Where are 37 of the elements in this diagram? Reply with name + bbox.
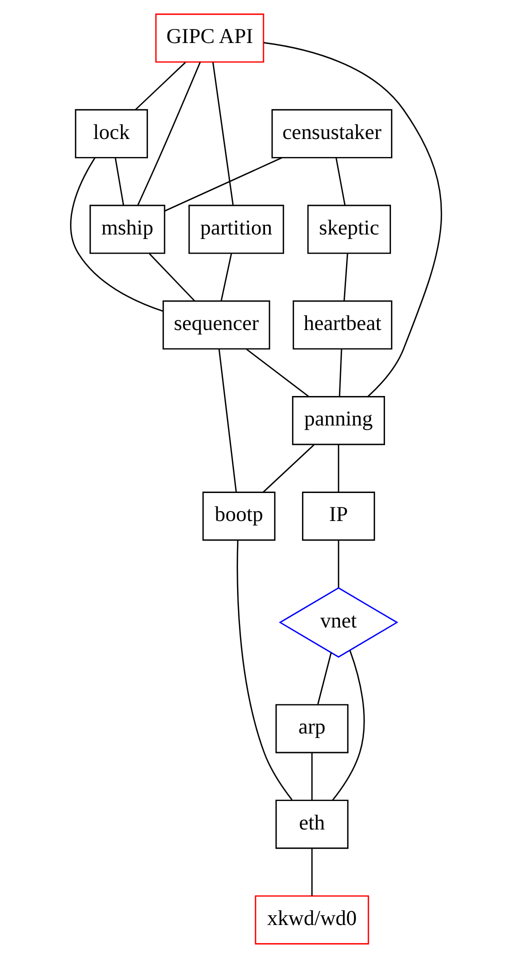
connector bbox=[337, 540, 339, 588]
connector bbox=[220, 254, 232, 302]
connector bbox=[338, 349, 342, 397]
connector bbox=[164, 157, 282, 212]
connector bbox=[342, 254, 348, 301]
node-box: skeptic bbox=[306, 204, 390, 254]
connector bbox=[134, 62, 186, 110]
connector bbox=[148, 253, 195, 302]
node-box: sequencer bbox=[162, 300, 270, 350]
node-box: partition bbox=[188, 204, 284, 254]
connector bbox=[236, 540, 292, 800]
node-box: IP bbox=[302, 492, 375, 541]
node-box: arp bbox=[274, 704, 348, 754]
connector bbox=[337, 444, 339, 492]
connector bbox=[114, 158, 124, 206]
connector bbox=[70, 158, 163, 312]
connector bbox=[316, 652, 332, 704]
connector bbox=[136, 62, 200, 206]
node-box: lock bbox=[74, 109, 148, 158]
connector bbox=[335, 158, 346, 206]
connector bbox=[262, 444, 314, 493]
node-diamond: vnet bbox=[278, 587, 398, 658]
node-box: panning bbox=[292, 396, 385, 446]
connector bbox=[310, 752, 312, 800]
connector bbox=[212, 62, 234, 206]
node-box: heartbeat bbox=[292, 300, 392, 350]
connector bbox=[218, 348, 236, 492]
node-box: censustaker bbox=[270, 109, 392, 158]
connector bbox=[246, 348, 309, 398]
node-box: xkwd/wd0 bbox=[254, 895, 369, 944]
node-box: eth bbox=[274, 800, 348, 849]
node-box: mship bbox=[89, 204, 165, 254]
connector bbox=[263, 42, 442, 397]
node-box: bootp bbox=[202, 492, 275, 541]
node-box: GIPC API bbox=[154, 14, 264, 63]
connector bbox=[332, 650, 364, 800]
connector bbox=[310, 848, 312, 896]
